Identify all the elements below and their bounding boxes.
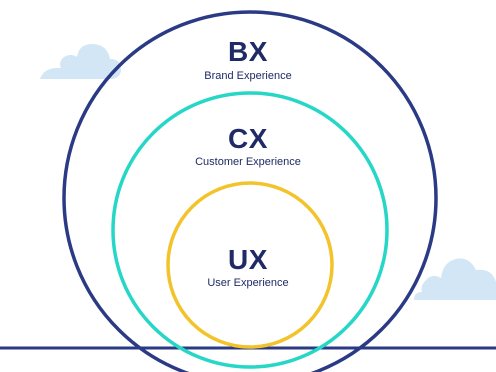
cx-label: Customer Experience xyxy=(195,156,301,168)
bx-circle-gap xyxy=(158,32,173,46)
bx-circle xyxy=(62,10,438,372)
cloud-left-icon xyxy=(40,44,121,79)
ux-abbreviation: UX xyxy=(228,244,268,275)
ux-circle xyxy=(166,181,334,349)
ux-label: User Experience xyxy=(207,277,289,289)
bx-label: Brand Experience xyxy=(204,70,292,82)
bx-abbreviation: BX xyxy=(228,36,268,67)
cx-circle xyxy=(111,91,389,369)
cloud-right-icon xyxy=(414,258,496,300)
cx-abbreviation: CX xyxy=(228,123,268,154)
